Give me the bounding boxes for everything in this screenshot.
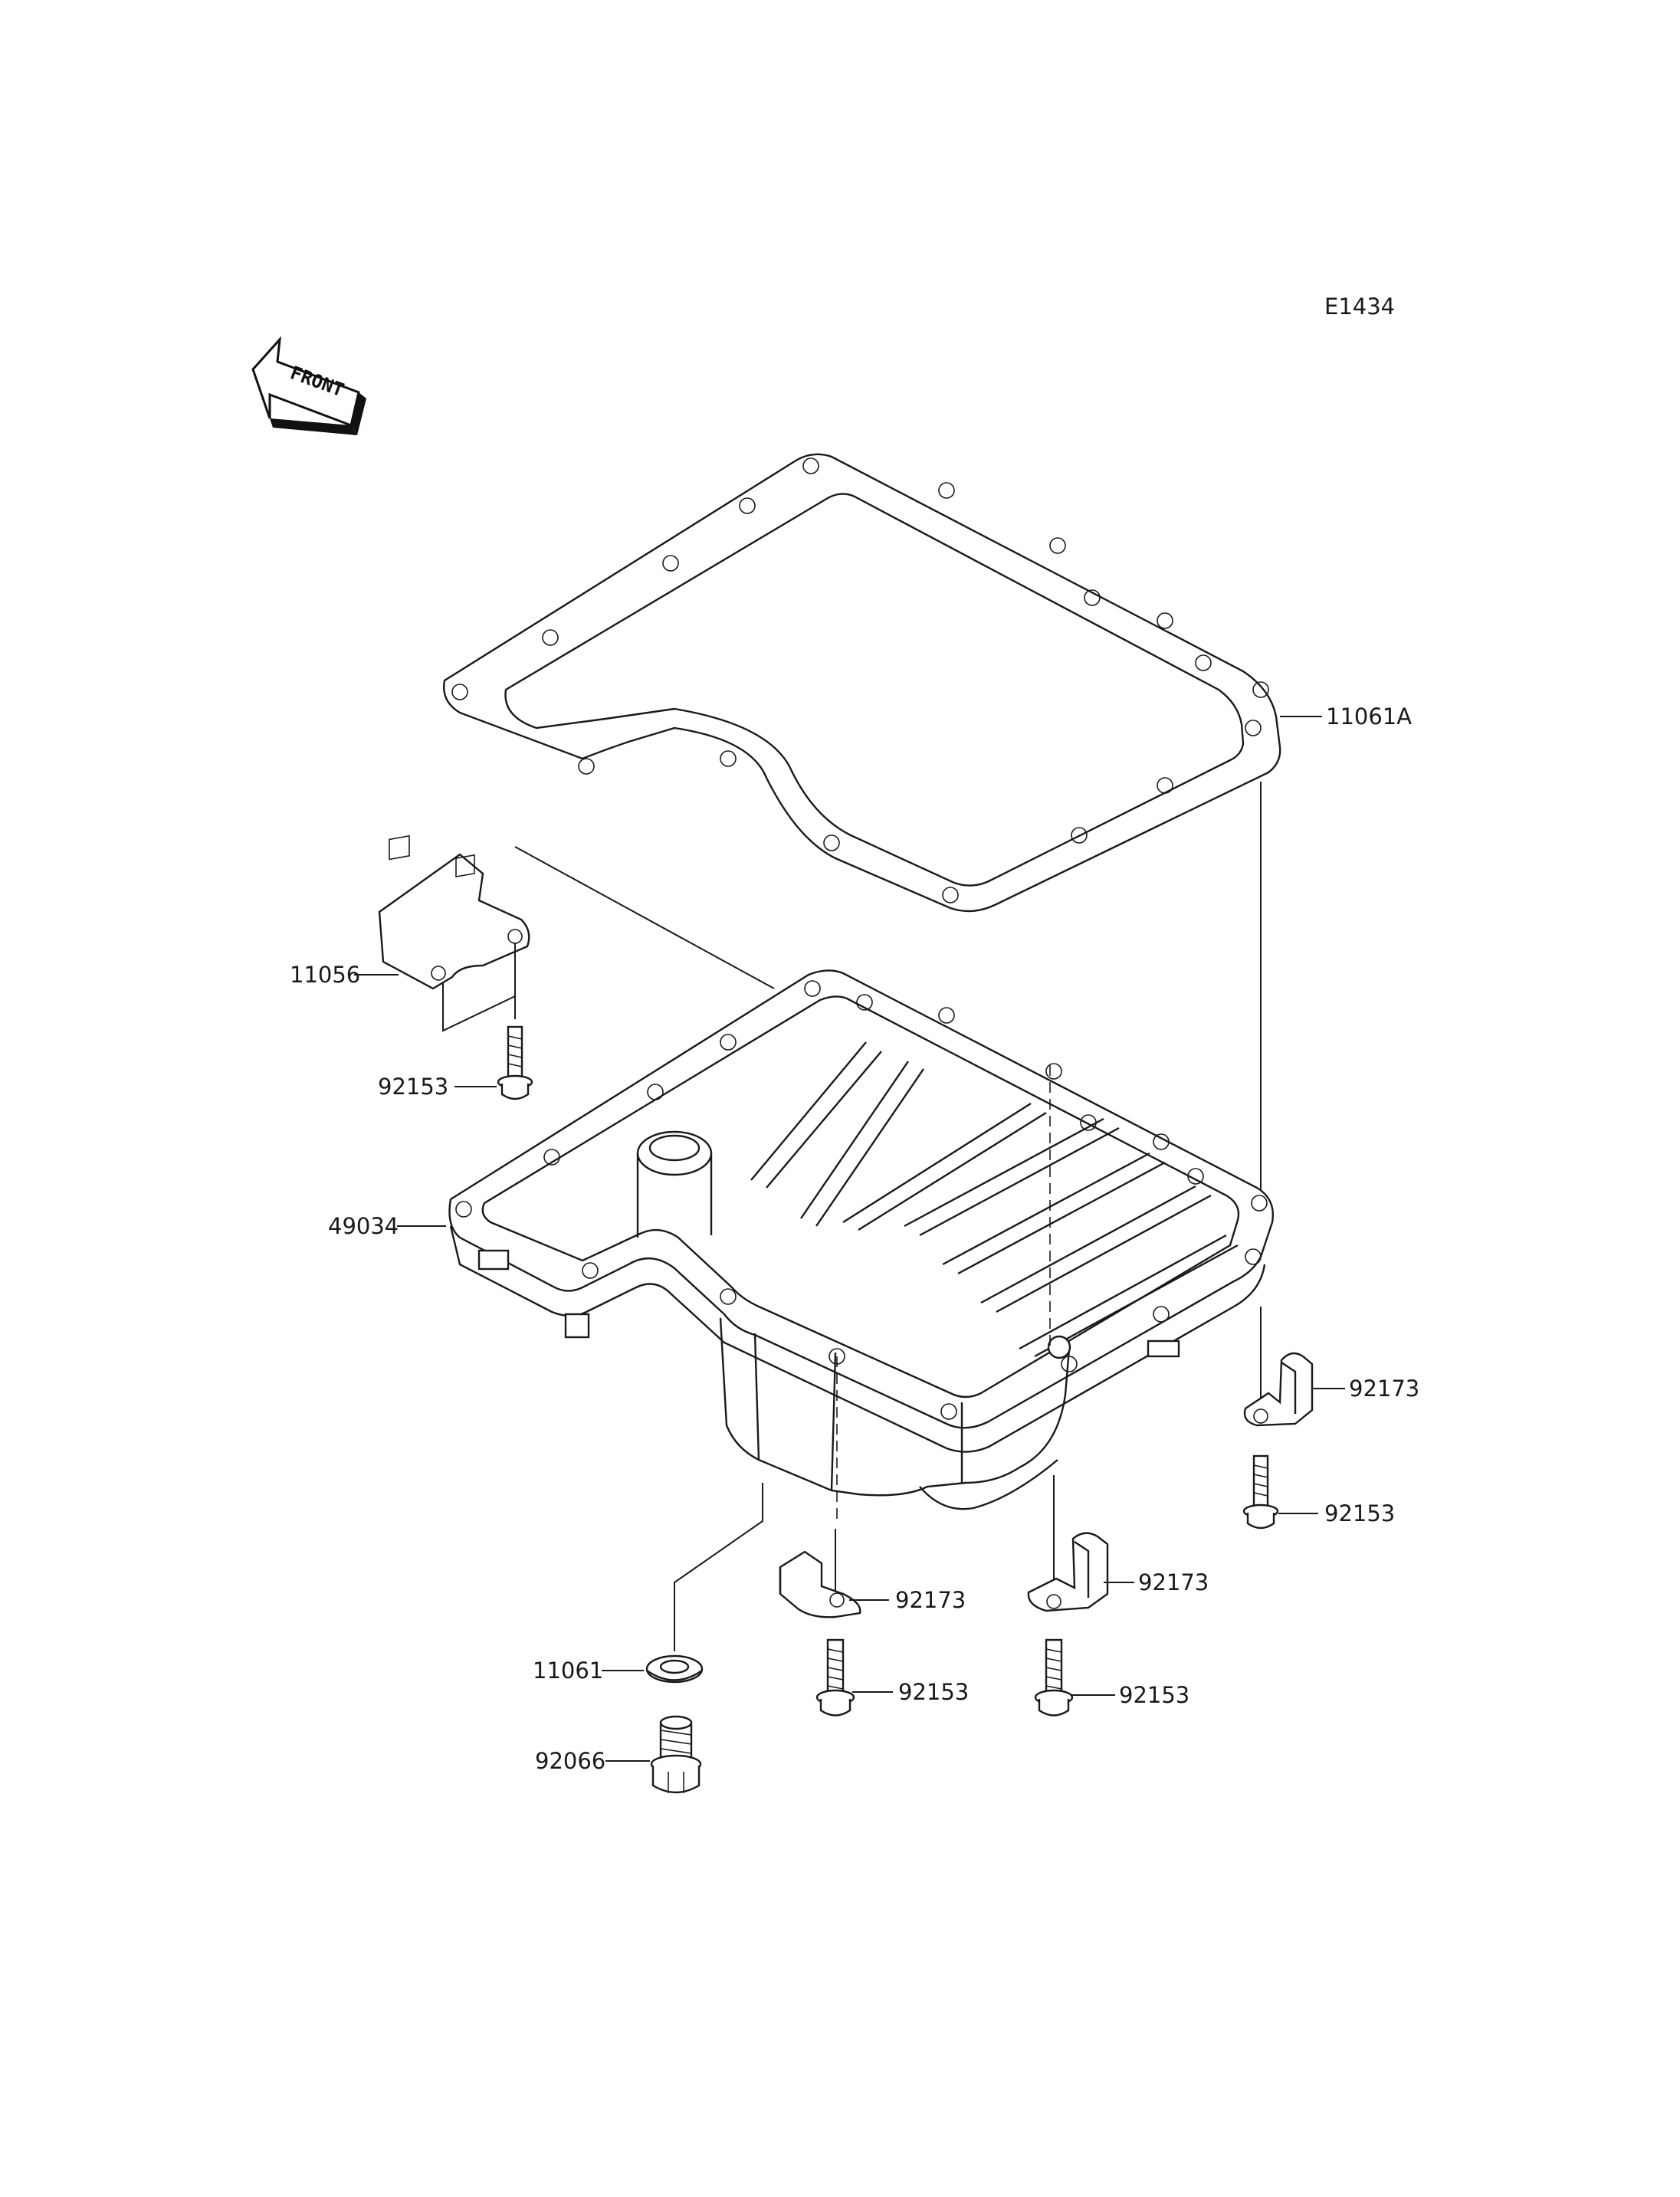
bolt-92153-center: 92153 [815, 1638, 969, 1717]
bolt-92153-right: 92153 [1242, 1454, 1395, 1530]
part-label-92173-b: 92173 [1138, 1569, 1209, 1595]
part-label-11061: 11061 [533, 1658, 603, 1684]
part-label-92173-a: 92173 [1349, 1376, 1419, 1402]
clamp-92173-right: 92173 [1243, 1307, 1419, 1427]
part-label-92153-d: 92153 [1119, 1682, 1189, 1708]
part-label-92066: 92066 [535, 1748, 605, 1774]
drain-plug-92066: 92066 [535, 1715, 702, 1794]
clamp-92173-center-right: 92173 [1027, 1475, 1209, 1612]
oil-pan-49034: 49034 [328, 969, 1274, 1510]
bolt-92153-center-right: 92153 [1034, 1638, 1189, 1717]
washer-11061: 11061 [533, 1483, 763, 1684]
part-label-92153-c: 92153 [898, 1679, 969, 1705]
clamp-92173-center: 92173 [779, 1529, 966, 1618]
part-label-11056: 11056 [290, 962, 360, 988]
diagram-code: E1434 [1324, 293, 1395, 320]
part-label-11061a: 11061A [1326, 703, 1412, 730]
part-label-49034: 49034 [328, 1213, 399, 1239]
gasket-11061a: 11061A [443, 453, 1412, 913]
part-label-92153-b: 92153 [1324, 1500, 1395, 1526]
front-arrow-icon: FRONT [251, 336, 366, 435]
bracket-11056: 11056 [290, 835, 530, 1032]
bolt-92153-bracket: 92153 [378, 1025, 533, 1100]
part-label-92153-a: 92153 [378, 1074, 448, 1100]
part-label-92173-c: 92173 [895, 1587, 966, 1613]
